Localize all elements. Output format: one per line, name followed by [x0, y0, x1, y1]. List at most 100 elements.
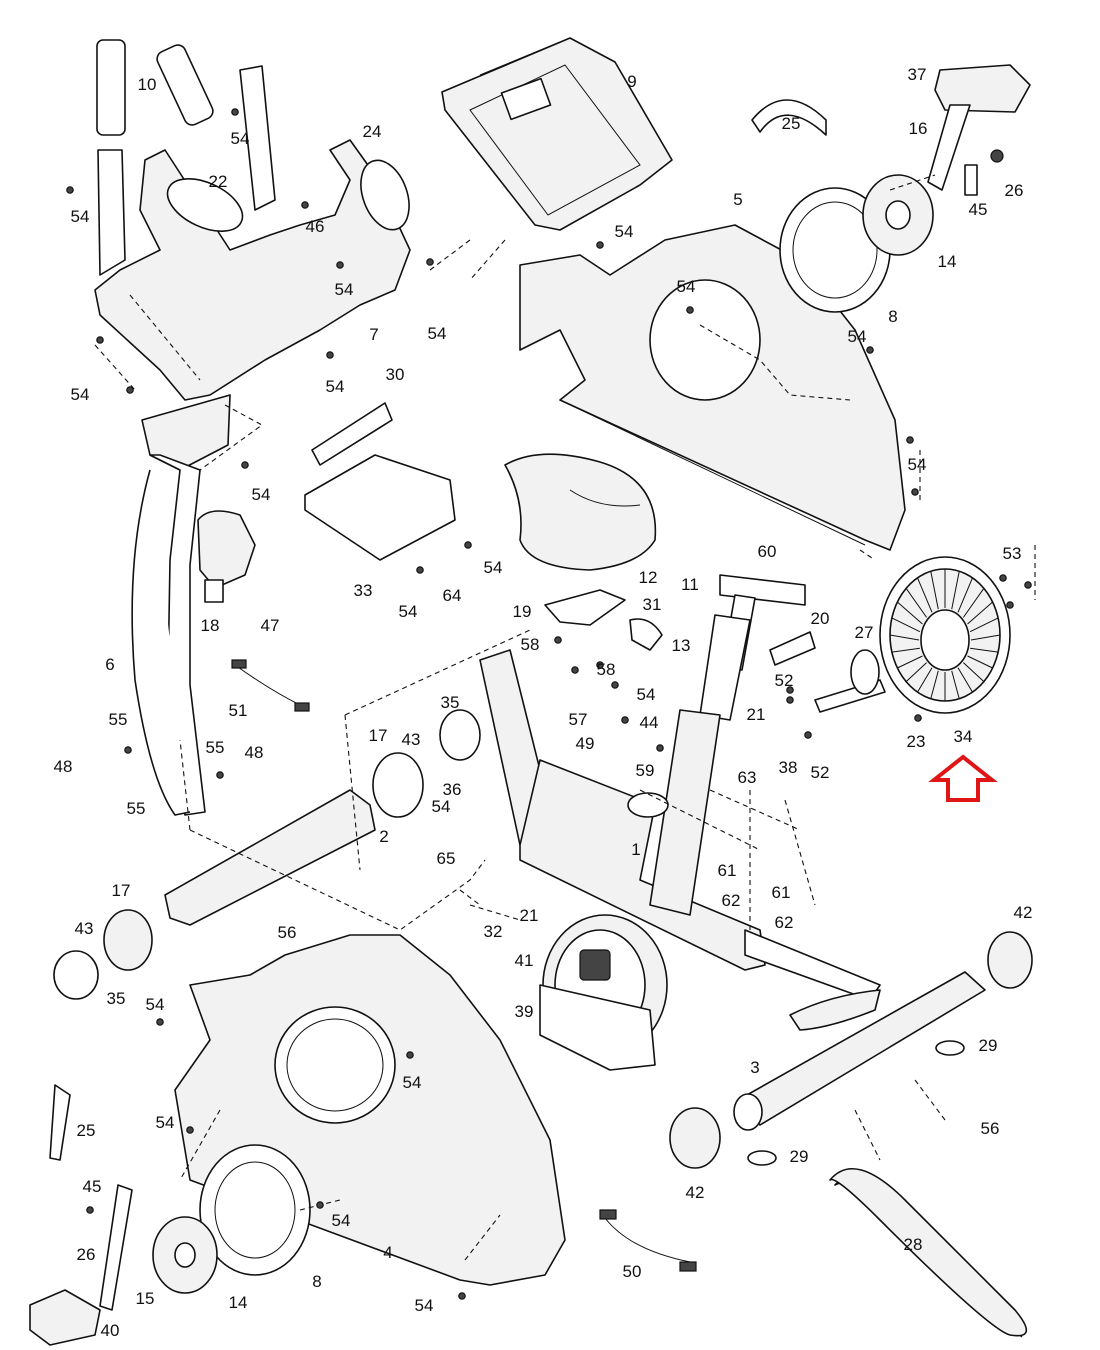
screw-icon	[426, 258, 434, 266]
part-callout-48: 48	[54, 757, 73, 776]
part-callout-57: 57	[569, 710, 588, 729]
part-callout-42: 42	[686, 1183, 705, 1202]
pulley-spoke	[917, 667, 933, 693]
screw-icon	[458, 1292, 466, 1300]
part-callout-62: 62	[722, 891, 741, 910]
part-callout-48: 48	[245, 743, 264, 762]
pulley-spoke	[967, 655, 993, 669]
handlebar-post-part	[131, 394, 231, 816]
wiring-part	[231, 659, 697, 1272]
screw-icon	[804, 731, 812, 739]
screw-icon	[686, 306, 694, 314]
part-callout-52: 52	[775, 671, 794, 690]
screw-icon	[231, 108, 239, 116]
part-callout-8: 8	[888, 307, 897, 326]
part-callout-23: 23	[907, 732, 926, 751]
part-callout-43: 43	[402, 730, 421, 749]
bracket-part	[304, 402, 456, 561]
part-callout-21: 21	[747, 705, 766, 724]
handlebar-part	[94, 139, 411, 401]
part-callout-35: 35	[107, 989, 126, 1008]
part-callout-7: 7	[369, 325, 378, 344]
part-callout-63: 63	[738, 768, 757, 787]
part-callout-47: 47	[261, 616, 280, 635]
rear-shroud-part	[519, 224, 906, 551]
screw-icon	[656, 744, 664, 752]
part-callout-30: 30	[386, 365, 405, 384]
screw-icon	[126, 386, 134, 394]
part-callout-40: 40	[101, 1321, 120, 1340]
front-stabilizer-part	[53, 709, 481, 1000]
seat-post-part	[699, 574, 806, 721]
part-callout-38: 38	[779, 758, 798, 777]
right-pedal-crank-part	[927, 64, 1031, 196]
part-callout-25: 25	[77, 1121, 96, 1140]
pulley-spoke	[957, 667, 973, 693]
part-callout-24: 24	[363, 122, 382, 141]
part-callout-54: 54	[332, 1211, 351, 1230]
part-callout-54: 54	[399, 602, 418, 621]
part-callout-54: 54	[484, 558, 503, 577]
screw-icon	[786, 696, 794, 704]
screw-icon	[1024, 581, 1032, 589]
part-callout-54: 54	[231, 129, 250, 148]
part-callout-52: 52	[811, 763, 830, 782]
part-callout-61: 61	[718, 861, 737, 880]
part-callout-37: 37	[908, 65, 927, 84]
pulley-spoke	[969, 617, 999, 633]
part-callout-27: 27	[855, 623, 874, 642]
part-callout-54: 54	[615, 222, 634, 241]
screw-icon	[416, 566, 424, 574]
drive-pulley-part	[879, 556, 1011, 714]
part-callout-59: 59	[636, 761, 655, 780]
part-callout-14: 14	[229, 1293, 248, 1312]
part-callout-1: 1	[631, 840, 640, 859]
bottle-holder-part	[197, 510, 256, 603]
pulley-spoke	[951, 571, 960, 610]
part-callout-13: 13	[672, 636, 691, 655]
part-callout-10: 10	[138, 75, 157, 94]
part-callout-51: 51	[229, 701, 248, 720]
part-callout-44: 44	[640, 713, 659, 732]
pulley-spoke	[951, 670, 960, 699]
pulley-spoke	[957, 577, 973, 613]
screw-icon	[554, 636, 562, 644]
part-callout-14: 14	[938, 252, 957, 271]
part-callout-49: 49	[576, 734, 595, 753]
seat-carriage-part	[544, 589, 663, 651]
part-callout-55: 55	[127, 799, 146, 818]
part-callout-2: 2	[379, 827, 388, 846]
screw-icon	[866, 346, 874, 354]
part-callout-5: 5	[733, 190, 742, 209]
screw-icon	[316, 1201, 324, 1209]
screw-icon	[906, 436, 914, 444]
part-callout-53: 53	[1003, 544, 1022, 563]
part-callout-45: 45	[969, 200, 988, 219]
pulley-spoke	[891, 617, 921, 633]
part-callout-55: 55	[206, 738, 225, 757]
pulley-spoke	[917, 577, 933, 613]
part-callout-22: 22	[209, 172, 228, 191]
screw-icon	[336, 261, 344, 269]
pulley-spoke	[905, 662, 927, 683]
part-callout-4: 4	[383, 1243, 392, 1262]
part-callout-62: 62	[775, 913, 794, 932]
part-callout-65: 65	[437, 849, 456, 868]
part-callout-54: 54	[156, 1113, 175, 1132]
screw-icon	[611, 681, 619, 689]
pulley-spoke	[930, 571, 939, 610]
guard-top-part	[751, 99, 827, 136]
part-callout-54: 54	[637, 685, 656, 704]
pulley-spoke	[889, 634, 920, 641]
screw-icon	[241, 461, 249, 469]
part-callout-33: 33	[354, 581, 373, 600]
part-callout-39: 39	[515, 1002, 534, 1021]
part-callout-17: 17	[112, 881, 131, 900]
screw-icon	[326, 351, 334, 359]
part-callout-54: 54	[326, 377, 345, 396]
part-callout-3: 3	[750, 1058, 759, 1077]
screw-icon	[96, 336, 104, 344]
part-callout-54: 54	[908, 455, 927, 474]
screw-icon	[999, 574, 1007, 582]
